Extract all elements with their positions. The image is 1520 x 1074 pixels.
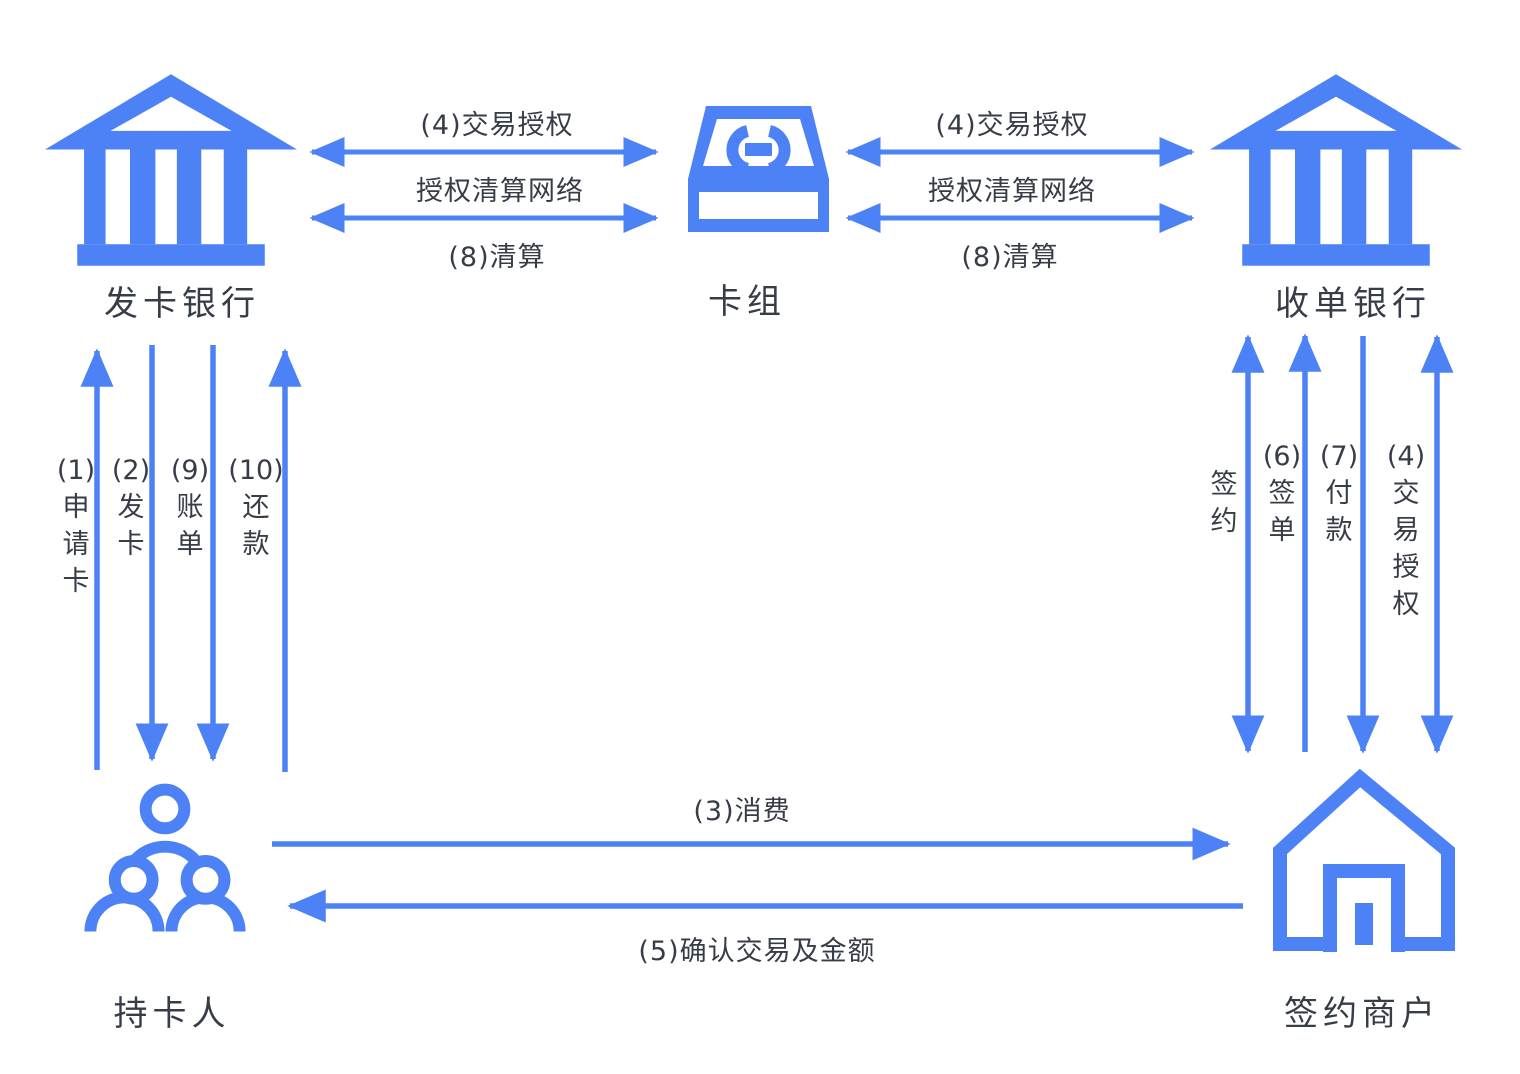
cardholder-group-icon xyxy=(84,783,246,932)
card-network-label: 卡组 xyxy=(708,282,786,322)
edge-label-apply-card: (1) 申 请 卡 xyxy=(56,455,96,597)
acquiring-bank-label: 收单银行 xyxy=(1275,284,1431,324)
edge-label-transaction-auth-left: (4)交易授权 xyxy=(420,110,574,141)
edge-label-clearing-left: (8)清算 xyxy=(448,242,546,273)
edge-label-issue-card: (2) 发 卡 xyxy=(111,455,151,560)
edge-label-confirm-amount: (5)确认交易及金额 xyxy=(638,936,876,967)
edge-label-transaction-auth-right: (4)交易授权 xyxy=(935,110,1089,141)
issuing-bank-label: 发卡银行 xyxy=(104,284,260,324)
card-network-node xyxy=(688,106,829,232)
edge-label-network-left: 授权清算网络 xyxy=(416,176,584,207)
edge-label-consume: (3)消费 xyxy=(693,796,791,827)
edge-label-transaction-auth-merchant: (4) 交 易 授 权 xyxy=(1386,441,1426,620)
bank-icon xyxy=(1210,74,1462,266)
merchant-node xyxy=(1268,766,1460,958)
edge-label-network-right: 授权清算网络 xyxy=(928,176,1096,207)
edge-label-clearing-right: (8)清算 xyxy=(961,242,1059,273)
edge-label-payment: (7) 付 款 xyxy=(1319,441,1359,546)
edge-label-sign-contract: 签 约 xyxy=(1210,469,1238,537)
edge-label-sign-slip: (6) 签 单 xyxy=(1262,441,1302,546)
merchant-label: 签约商户 xyxy=(1284,994,1440,1034)
card-network-icon xyxy=(688,106,829,232)
acquiring-bank-node xyxy=(1210,74,1462,266)
edge-label-repayment: (10) 还 款 xyxy=(228,455,284,560)
cardholder-node xyxy=(83,783,247,938)
store-icon xyxy=(1273,768,1455,958)
cardholder-label: 持卡人 xyxy=(113,994,231,1034)
bank-icon xyxy=(45,74,297,266)
edge-label-bill: (9) 账 单 xyxy=(170,455,210,560)
issuing-bank-node xyxy=(45,74,297,266)
